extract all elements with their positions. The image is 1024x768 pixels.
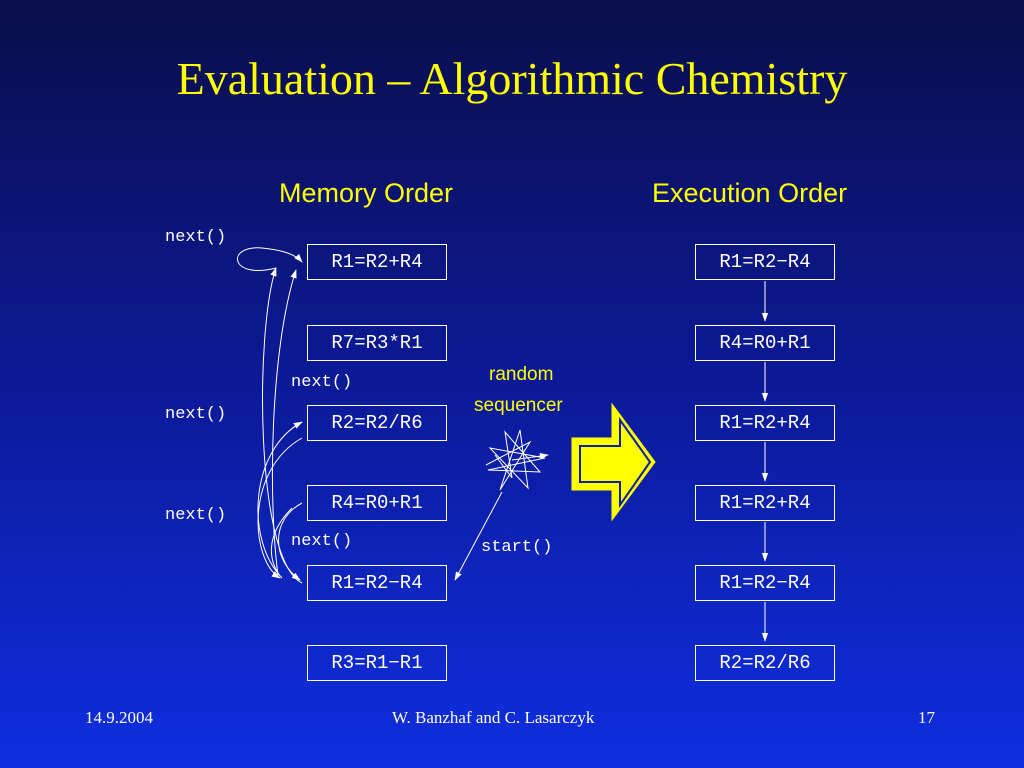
memory-jump-curves xyxy=(236,247,303,584)
next-call-label-left-low: next() xyxy=(165,506,227,525)
jump-loop-top xyxy=(236,247,303,271)
next-call-label-top: next() xyxy=(165,228,227,247)
yellow-block-arrow-inner xyxy=(579,416,652,509)
sequencer-out-arrow xyxy=(511,452,549,461)
yellow-block-arrow xyxy=(571,402,656,522)
jump-div-down xyxy=(257,437,303,579)
execution-order-heading: Execution Order xyxy=(652,178,848,208)
jump-add-to-sub xyxy=(278,502,303,581)
next-call-label-low-inner: next() xyxy=(291,532,353,551)
slide-title: Evaluation – Algorithmic Chemistry xyxy=(176,53,848,104)
start-arrow xyxy=(454,491,503,581)
next-call-label-left-mid: next() xyxy=(165,405,227,424)
footer-page-number: 17 xyxy=(918,708,935,727)
jump-add-aux xyxy=(270,507,293,577)
sequencer-label-sequencer: sequencer xyxy=(474,395,563,416)
execution-instruction-5: R1=R2−R4 xyxy=(695,565,835,601)
execution-instruction-6: R2=R2/R6 xyxy=(695,645,835,681)
memory-instruction-3: R2=R2/R6 xyxy=(307,405,447,441)
memory-order-heading: Memory Order xyxy=(279,178,454,208)
memory-instruction-4: R4=R0+R1 xyxy=(307,485,447,521)
memory-instruction-2: R7=R3*R1 xyxy=(307,325,447,361)
jump-to-div xyxy=(257,421,303,579)
random-sequencer-tangle xyxy=(454,429,549,581)
footer-authors: W. Banzhaf and C. Lasarczyk xyxy=(392,708,595,727)
jump-low-to-top-a xyxy=(262,267,303,584)
execution-instruction-3: R1=R2+R4 xyxy=(695,405,835,441)
memory-instruction-6: R3=R1−R1 xyxy=(307,645,447,681)
memory-instruction-5: R1=R2−R4 xyxy=(307,565,447,601)
execution-instruction-1: R1=R2−R4 xyxy=(695,244,835,280)
order-transform-arrow xyxy=(571,402,656,522)
memory-instruction-1: R1=R2+R4 xyxy=(307,244,447,280)
next-call-label-mid-inner: next() xyxy=(291,373,353,392)
start-call-label: start() xyxy=(481,538,553,557)
footer-date: 14.9.2004 xyxy=(85,708,153,727)
execution-instruction-4: R1=R2+R4 xyxy=(695,485,835,521)
sequencer-label-random: random xyxy=(489,364,554,385)
execution-instruction-2: R4=R0+R1 xyxy=(695,325,835,361)
sequencer-scribble xyxy=(485,429,546,491)
jump-low-to-top-b xyxy=(271,269,297,576)
